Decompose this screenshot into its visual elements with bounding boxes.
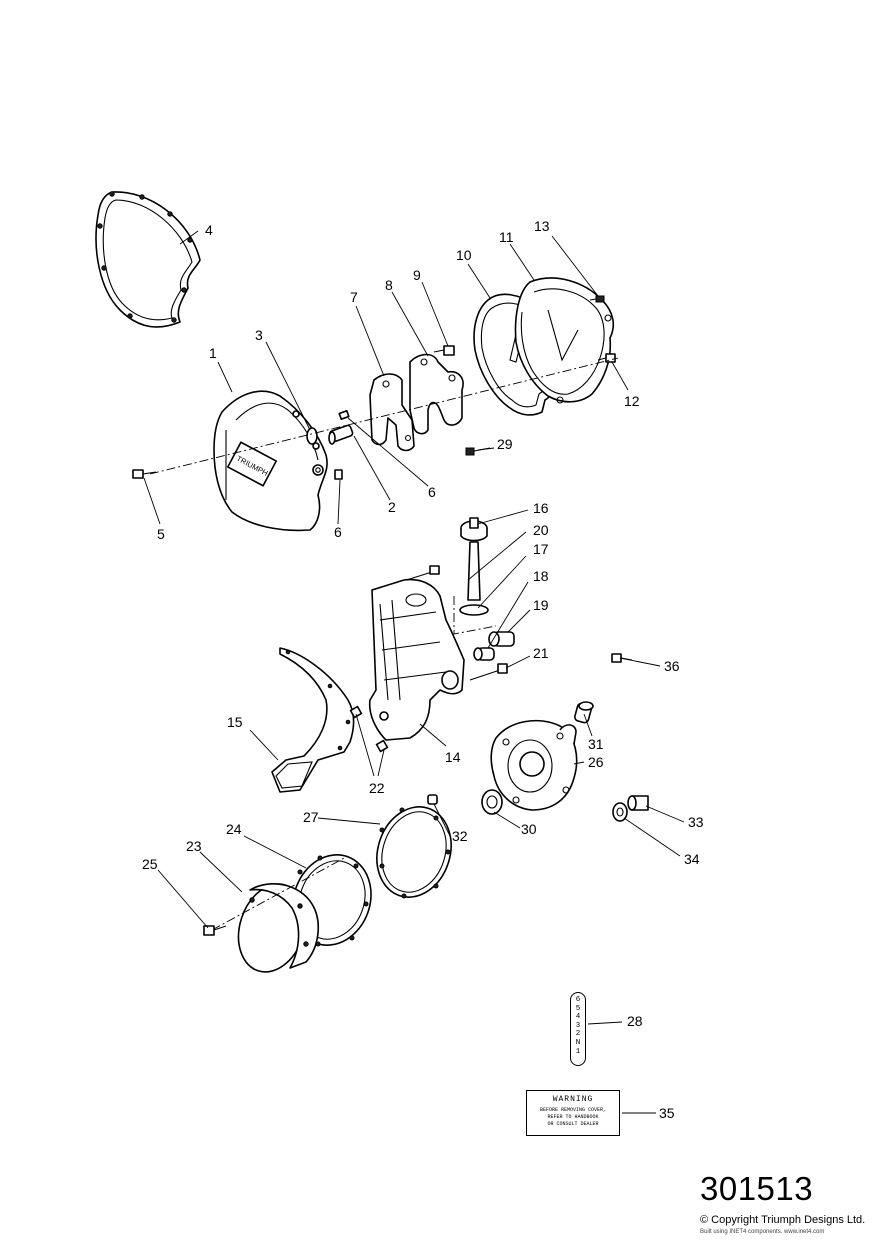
callout-9: 9: [413, 267, 421, 283]
callout-31: 31: [588, 736, 604, 752]
part-25-bolt: [203, 925, 227, 936]
callout-19: 19: [533, 597, 549, 613]
gear-mark: 2: [575, 1030, 581, 1039]
callout-15: 15: [227, 714, 243, 730]
part-2-spigot: [328, 424, 354, 445]
part-28-gear-indicator-label: 6 5 4 3 2 N 1: [570, 992, 586, 1066]
callout-24: 24: [226, 821, 242, 837]
part-31-fitting: [574, 701, 594, 724]
part-33-plug: [627, 795, 649, 811]
callout-6b: 6: [334, 524, 342, 540]
callout-35: 35: [659, 1105, 675, 1121]
callout-1: 1: [209, 345, 217, 361]
part-19-bush: [488, 631, 515, 647]
part-11-inner-cover: [514, 277, 615, 404]
callout-10: 10: [456, 247, 472, 263]
callout-23: 23: [186, 838, 202, 854]
callout-13: 13: [534, 218, 550, 234]
cover-centreline: [211, 855, 349, 931]
part-15-gasket: [271, 647, 355, 793]
part-30-seal: [481, 789, 503, 815]
part-12-screw: [597, 353, 616, 363]
callout-26: 26: [588, 754, 604, 770]
callout-30: 30: [521, 821, 537, 837]
callout-numbers: 1 2 3 4 5 6 6 7 8 9 10 11 12 13 14 15 16…: [142, 218, 704, 1121]
part-13-screw: [589, 295, 605, 303]
gear-mark: 5: [575, 1004, 581, 1013]
leader-lines: [143, 230, 685, 1114]
callout-33: 33: [688, 814, 704, 830]
callout-4: 4: [205, 222, 213, 238]
part-16-filler-cap: [460, 517, 488, 542]
part-35-warning-label: WARNING BEFORE REMOVING COVER, REFER TO …: [526, 1090, 620, 1136]
part-6-dowel: [334, 469, 343, 480]
callout-2: 2: [388, 499, 396, 515]
callout-3: 3: [255, 327, 263, 343]
callout-28: 28: [627, 1013, 643, 1029]
part-32-dowel: [427, 794, 438, 805]
part-22-dowel: [375, 739, 389, 753]
callout-20: 20: [533, 522, 549, 538]
part-21-bolt: [469, 663, 508, 681]
callout-7: 7: [350, 289, 358, 305]
copyright-notice: © Copyright Triumph Designs Ltd.: [700, 1214, 866, 1226]
warning-title: WARNING: [552, 1095, 594, 1104]
gear-mark: N: [575, 1038, 581, 1047]
callout-29: 29: [497, 436, 513, 452]
callout-12: 12: [624, 393, 640, 409]
part-6-dowel: [338, 410, 350, 420]
part-4-gasket: [95, 191, 201, 328]
callout-16: 16: [533, 500, 549, 516]
part-7-8-bracket-plates: [369, 353, 464, 452]
part-18-seal: [473, 647, 495, 661]
part-5-bolt: [132, 469, 157, 479]
callout-11: 11: [499, 229, 514, 245]
callout-34: 34: [684, 851, 700, 867]
part-34-washer: [612, 802, 628, 822]
callout-14: 14: [445, 749, 461, 765]
part-1-alternator-cover: TRIUMPH: [213, 390, 328, 532]
callout-5: 5: [157, 526, 165, 542]
callout-32: 32: [452, 828, 468, 844]
gear-mark: 3: [575, 1021, 581, 1030]
callout-17: 17: [533, 541, 549, 557]
callout-18: 18: [533, 568, 549, 584]
callout-25: 25: [142, 856, 158, 872]
warning-text: BEFORE REMOVING COVER, REFER TO HANDBOOK…: [539, 1107, 606, 1127]
gear-mark: 6: [575, 996, 581, 1004]
filler-centreline: [453, 596, 497, 635]
part-14-housing: [368, 578, 465, 741]
part-9-screw: [433, 345, 455, 356]
part-26-pump-body: [490, 719, 578, 811]
part-20-dipstick: [459, 541, 489, 616]
callout-27: 27: [303, 809, 319, 825]
part-22-dowel: [349, 705, 363, 719]
callout-22: 22: [369, 780, 385, 796]
part-23-clutch-cover: [237, 883, 320, 973]
callout-36: 36: [664, 658, 680, 674]
built-using-note: Built using INET4 components. www.inet4.…: [700, 1229, 825, 1235]
callout-6a: 6: [428, 484, 436, 500]
assembly-centreline: [149, 357, 619, 475]
diagram-reference-number: 301513: [700, 1170, 814, 1207]
gear-mark: 1: [575, 1047, 581, 1056]
gear-mark: 4: [575, 1013, 581, 1022]
part-3-o-ring: [306, 427, 318, 445]
callout-21: 21: [533, 645, 549, 661]
part-27-gasket: [376, 806, 452, 899]
callout-8: 8: [385, 277, 393, 293]
